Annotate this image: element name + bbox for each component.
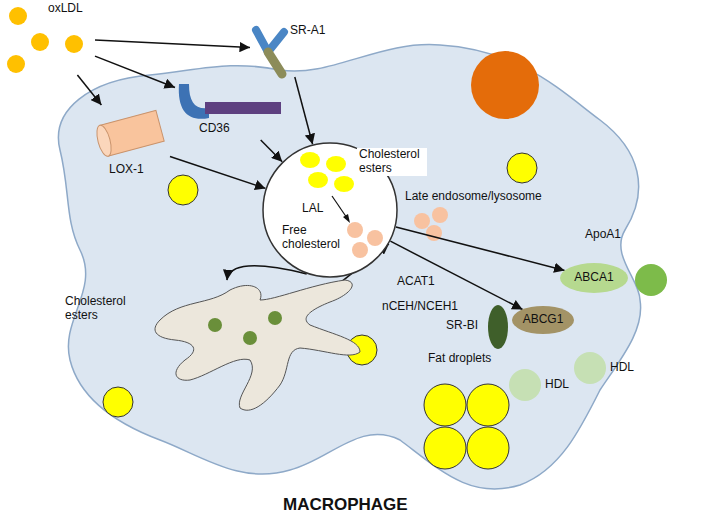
node-label: HDL <box>610 361 634 375</box>
drawing-part <box>7 7 83 73</box>
oxldl-particles: oxLDL <box>0 0 95 75</box>
node-label: LAL <box>302 202 323 216</box>
receptor: CD36 <box>175 78 285 140</box>
drawing-part <box>560 263 628 293</box>
connector-arrow <box>227 266 307 280</box>
drawing-part <box>31 33 49 51</box>
node-label: Cholesterol esters <box>357 148 427 176</box>
drawing-part <box>347 222 383 258</box>
drawing-part <box>65 35 83 53</box>
drawing-part <box>208 318 222 332</box>
hdl-particle: HDL <box>509 369 569 401</box>
transporter: ABCA1 <box>560 263 628 293</box>
hdl-particle: HDL <box>574 352 634 384</box>
drawing-part <box>424 384 466 426</box>
drawing-part <box>352 242 368 258</box>
drawing-part <box>635 264 667 296</box>
drawing-part <box>243 331 257 345</box>
node-label: CD36 <box>199 122 230 136</box>
connector-arrow <box>95 56 175 87</box>
drawing-part <box>300 152 354 192</box>
drawing-part <box>343 214 350 223</box>
drawing-part <box>512 306 574 334</box>
cell-membrane <box>58 45 640 489</box>
receptor-shape <box>175 78 285 140</box>
nucleus <box>471 51 539 119</box>
node-label: Fat droplets <box>428 352 491 366</box>
drawing-part <box>168 175 198 205</box>
drawing-part <box>574 352 606 384</box>
connector-arrow <box>396 227 565 270</box>
drawing-part <box>332 196 347 218</box>
connector-arrow <box>295 77 313 144</box>
lysosome: Late endosome/lysosomeCholesterol esters… <box>262 142 398 278</box>
drawing-part <box>326 156 346 172</box>
drawing-part <box>94 110 164 157</box>
drawing-part <box>488 305 508 349</box>
drawing-part <box>432 207 448 223</box>
fat-droplets-shape <box>420 350 515 475</box>
node-label: LOX-1 <box>109 163 144 177</box>
drawing-part <box>507 153 537 183</box>
receptor: LOX-1 <box>95 105 170 183</box>
enzyme-label: nCEH/NCEH1 <box>380 300 460 314</box>
drawing-part <box>467 384 509 426</box>
fat-droplets: Fat droplets <box>420 350 515 475</box>
drawing-part <box>268 52 282 74</box>
drawing-part <box>367 230 383 246</box>
drawing-part <box>334 176 354 192</box>
drawing-part <box>424 427 466 469</box>
connector-arrow <box>95 40 250 48</box>
drawing-part <box>9 7 27 25</box>
node-label: ABCA1 <box>574 271 613 285</box>
transporter: ABCG1 <box>512 306 574 334</box>
apolipoprotein: ApoA1 <box>585 228 685 298</box>
drawing-part <box>347 222 363 238</box>
node-label: ABCG1 <box>523 313 564 327</box>
drawing-part <box>308 172 328 188</box>
node-label: Cholesterol esters <box>65 295 137 323</box>
node-label: ApoA1 <box>585 228 621 242</box>
endoplasmic-reticulum: Cholesterol esters <box>60 280 370 415</box>
node-label: Free cholesterol <box>282 224 346 252</box>
drawing-part <box>155 280 360 410</box>
drawing-part <box>205 102 281 114</box>
connector-arrow <box>170 157 266 189</box>
drawing-part <box>94 124 114 158</box>
drawing-part <box>7 55 25 73</box>
node-label: SR-BI <box>446 319 478 333</box>
connector-arrow <box>77 75 101 105</box>
node-label: HDL <box>545 378 569 392</box>
node-label: oxLDL <box>48 2 83 16</box>
node-label: MACROPHAGE <box>283 495 408 515</box>
drawing-part <box>103 387 133 417</box>
drawing-part <box>208 311 282 345</box>
drawing-part <box>509 369 541 401</box>
drawing-part <box>300 152 320 168</box>
drawing-part <box>467 427 509 469</box>
drawing-part <box>268 311 282 325</box>
enzyme-label: ACAT1 <box>395 275 437 289</box>
receptor: SR-A1 <box>250 22 325 77</box>
drawing-part <box>424 384 509 469</box>
connector-arrow <box>261 140 283 162</box>
drawing-part <box>179 84 209 119</box>
node-label: Late endosome/lysosome <box>405 190 542 204</box>
node-label: SR-A1 <box>290 24 325 38</box>
drawing-part <box>414 213 430 229</box>
